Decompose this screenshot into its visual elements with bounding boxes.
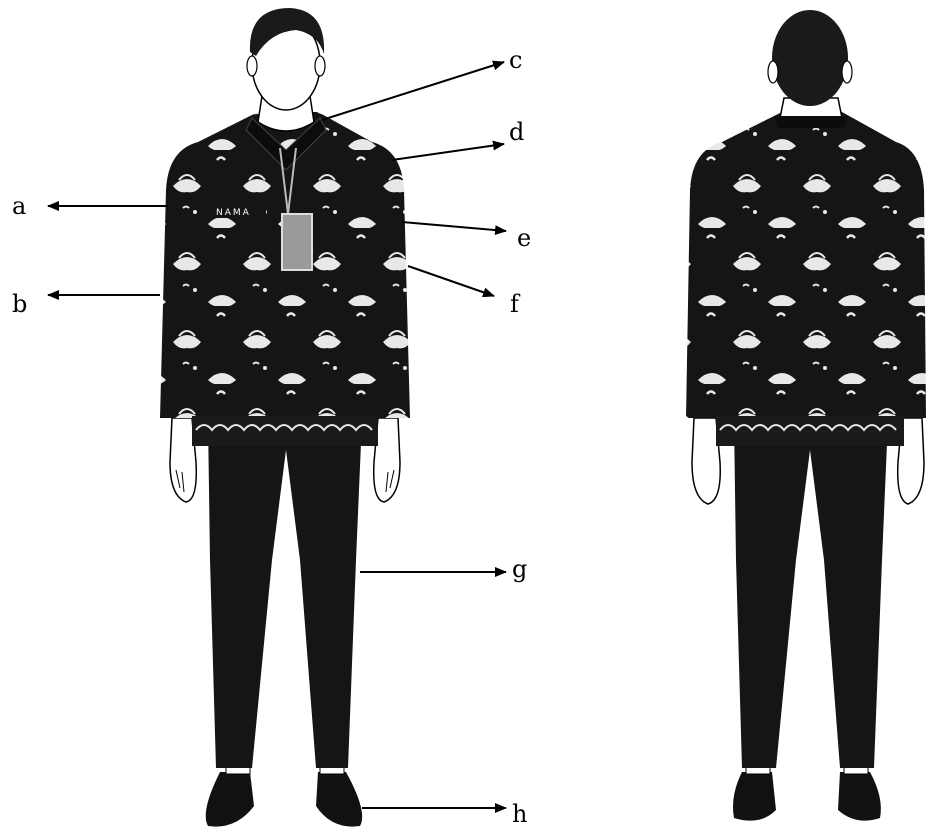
arrow-c: [322, 62, 504, 120]
back-right-shoe: [838, 772, 881, 821]
arrow-d: [392, 144, 504, 160]
id-card: [282, 214, 312, 270]
arrow-e: [402, 222, 506, 231]
back-head: [772, 10, 848, 106]
back-batik-shirt: [686, 112, 926, 446]
name-tag-text: NAMA: [216, 208, 251, 218]
label-h: h: [512, 800, 527, 828]
label-e: e: [517, 224, 531, 252]
front-right-shoe: [316, 772, 362, 827]
label-a: a: [12, 192, 26, 220]
label-f: f: [510, 290, 521, 318]
back-left-shoe: [733, 772, 776, 821]
label-d: d: [509, 118, 524, 146]
front-view-figure: NAMA: [160, 8, 410, 827]
label-b: b: [12, 290, 27, 318]
label-c: c: [509, 46, 522, 74]
arrow-f: [408, 266, 494, 296]
front-left-shoe: [206, 772, 254, 827]
label-g: g: [512, 555, 527, 583]
back-trousers: [734, 420, 888, 768]
back-view-figure: [686, 10, 926, 821]
front-trousers: [208, 420, 362, 768]
